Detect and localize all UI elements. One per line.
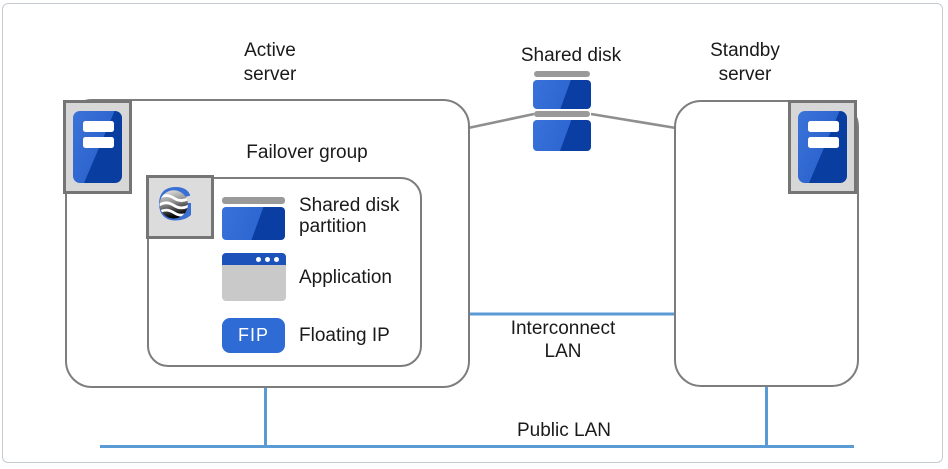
shared-disk-stack-icon-body — [533, 120, 591, 151]
failover-group-box — [147, 177, 422, 367]
interconnect-lan-label-line2: LAN — [544, 341, 582, 362]
active-server-label-line1: Active — [244, 40, 296, 61]
application-window-titlebar — [222, 253, 286, 265]
standby-server-label: Standby server — [675, 39, 815, 87]
server-icon-slot — [808, 137, 839, 148]
window-dot-icon — [265, 257, 270, 262]
window-dot-icon — [256, 257, 261, 262]
shared-disk-stack-icon-cap — [534, 71, 590, 77]
shared-disk-stack-icon-cap — [534, 111, 590, 117]
server-icon-slot — [83, 121, 114, 132]
outer-frame — [2, 3, 943, 463]
interconnect-lan-label-line1: Interconnect — [510, 318, 616, 339]
shared-disk-partition-label-line2: partition — [299, 216, 367, 237]
window-dot-icon — [274, 257, 279, 262]
standby-server-label-line1: Standby — [710, 40, 780, 61]
disk-partition-icon-cap — [222, 197, 285, 204]
floating-ip-label: Floating IP — [299, 325, 390, 346]
active-server-label-line2: server — [243, 64, 297, 85]
shared-disk-partition-label-line1: Shared disk — [299, 195, 400, 216]
server-icon — [788, 100, 857, 194]
active-server-label: Active server — [200, 39, 340, 87]
server-icon-body — [798, 111, 847, 183]
shared-disk-stack-icon-body — [533, 80, 591, 109]
application-label: Application — [299, 267, 392, 288]
server-icon-body — [73, 111, 122, 183]
failover-group-label: Failover group — [246, 142, 368, 163]
standby-server-label-line2: server — [718, 64, 772, 85]
disk-partition-icon — [222, 207, 285, 240]
application-window-icon — [222, 253, 286, 301]
server-icon — [63, 100, 132, 194]
server-icon-slot — [83, 137, 114, 148]
floating-ip-badge: FIP — [222, 318, 285, 353]
server-icon-slot — [808, 121, 839, 132]
shared-disk-label: Shared disk — [520, 45, 622, 66]
active-server-box — [65, 99, 470, 388]
public-lan-label: Public LAN — [517, 420, 611, 441]
standby-server-box — [674, 100, 859, 387]
clusterpro-g-globe-icon: G — [146, 175, 214, 239]
